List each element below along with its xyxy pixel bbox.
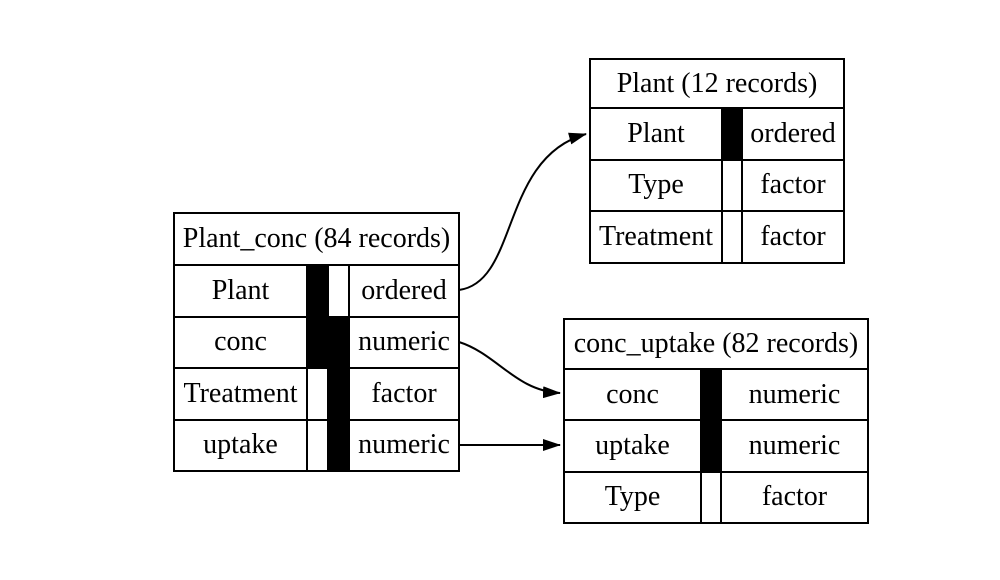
table-title-row: Plant (12 records) (588, 58, 846, 109)
field-name: uptake (173, 418, 308, 472)
field-name: Type (563, 470, 702, 524)
field-name: conc (563, 367, 702, 422)
key-bar (721, 158, 743, 213)
key-bar (306, 315, 329, 369)
table-node-conc-uptake: conc_uptake (82 records) conc numeric up… (563, 318, 869, 524)
key-bar (700, 419, 722, 473)
field-row: uptake numeric (173, 418, 461, 472)
key-bar (721, 107, 743, 161)
field-row: Plant ordered (589, 107, 846, 161)
field-type: numeric (720, 367, 869, 422)
field-row: Treatment factor (173, 367, 461, 421)
field-row: Treatment factor (589, 210, 846, 264)
key-bar (700, 470, 722, 524)
field-row: uptake numeric (563, 419, 869, 473)
field-row: conc numeric (563, 367, 869, 422)
key-bar (327, 367, 350, 421)
field-name: Plant (173, 264, 308, 318)
key-bar (306, 264, 329, 318)
table-node-plant: Plant (12 records) Plant ordered Type fa… (588, 58, 846, 264)
field-name: conc (173, 315, 308, 369)
key-bar (700, 367, 722, 422)
table-title: conc_uptake (82 records) (563, 318, 869, 370)
table-title-row: Plant_conc (84 records) (172, 212, 461, 266)
field-row: Type factor (563, 470, 869, 524)
field-type: numeric (347, 418, 461, 472)
field-type: ordered (347, 264, 461, 318)
field-type: factor (740, 210, 846, 264)
table-title-row: conc_uptake (82 records) (563, 318, 869, 370)
table-title: Plant (12 records) (588, 58, 846, 109)
arrow-conc-to-conc-uptake-table (458, 341, 561, 399)
field-name: uptake (563, 419, 702, 473)
field-type: ordered (740, 107, 846, 161)
field-name: Treatment (173, 367, 308, 421)
key-bar (327, 264, 350, 318)
field-name: Treatment (589, 210, 723, 264)
field-type: factor (347, 367, 461, 421)
field-row: Type factor (589, 158, 846, 213)
field-type: numeric (347, 315, 461, 369)
field-name: Type (589, 158, 723, 213)
field-type: factor (740, 158, 846, 213)
field-row: conc numeric (173, 315, 461, 369)
key-bar (721, 210, 743, 264)
key-bar (327, 315, 350, 369)
field-row: Plant ordered (173, 264, 461, 318)
field-name: Plant (589, 107, 723, 161)
arrow-plant-to-plant-table (458, 132, 587, 291)
key-bar (306, 367, 329, 421)
table-node-plant-conc: Plant_conc (84 records) Plant ordered co… (172, 212, 461, 472)
field-type: numeric (720, 419, 869, 473)
key-bar (306, 418, 329, 472)
field-type: factor (720, 470, 869, 524)
table-title: Plant_conc (84 records) (172, 212, 461, 266)
key-bar (327, 418, 350, 472)
